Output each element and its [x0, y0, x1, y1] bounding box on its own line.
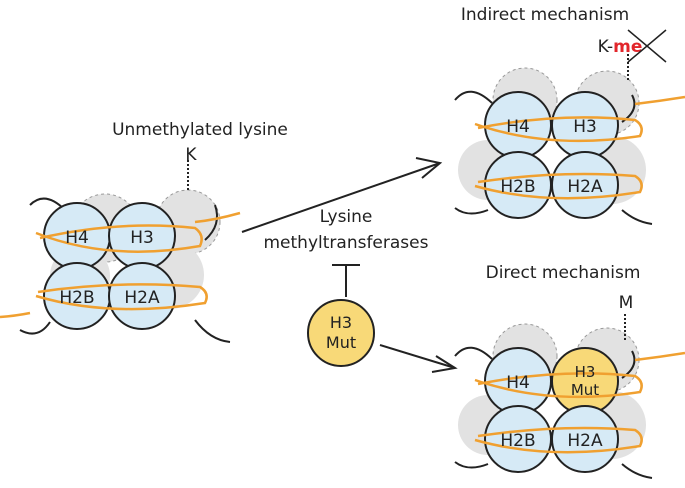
histone-tail [454, 207, 489, 215]
nucleosome-unmethylated: H4 H3 H2B H2A K Unmethylated lysine [0, 120, 288, 343]
enzyme-label-line2: methyltransferases [264, 233, 429, 253]
dna-wrap [474, 172, 643, 200]
histone-h2a [551, 405, 619, 473]
inhibitor-label-line2: Mut [326, 333, 356, 352]
dna-wrap [35, 224, 203, 253]
histone-tail [454, 461, 489, 469]
nucleosome-indirect: H4 H3 H2B H2A Indirect mechanism K-me [454, 5, 685, 225]
histone-tail [454, 90, 493, 104]
reaction-arrow [241, 157, 443, 233]
histone-tail [621, 463, 653, 479]
histone-h2a [108, 262, 176, 330]
dna-strand [634, 351, 685, 362]
direct-arrow [379, 344, 458, 373]
residue-prefix: K- [598, 37, 614, 57]
nucleosome-direct: H4 H3 Mut H2B H2A M Direct mechanism [454, 263, 685, 479]
histone-label-h2a: H2A [567, 177, 603, 197]
histone-label-h3-mut-line1: H3 [575, 363, 596, 381]
cross-out-icon [627, 29, 667, 63]
inhibition-bar [332, 264, 360, 297]
histone-tail [454, 346, 493, 360]
histone-label-h4: H4 [506, 117, 530, 137]
histone-label-h2b: H2B [59, 288, 94, 308]
methyl-mark: me [613, 37, 642, 57]
histone-tail [19, 321, 51, 335]
dna-strand [194, 211, 241, 224]
histone-label-h3: H3 [573, 117, 597, 137]
dna-wrap [474, 426, 643, 454]
arrow-head-icon [431, 355, 458, 373]
dna-wrap [35, 283, 208, 311]
title-indirect: Indirect mechanism [461, 5, 629, 25]
title-unmethylated: Unmethylated lysine [112, 120, 288, 140]
histone-tail [204, 204, 218, 241]
histone-h2a [551, 151, 619, 219]
histone-label-h2a: H2A [124, 288, 160, 308]
dna-strand [634, 95, 685, 106]
dna-wrap [474, 116, 643, 143]
inhibitor-label-line1: H3 [330, 313, 352, 332]
histone-tail [194, 319, 231, 343]
histone-label-h4: H4 [65, 228, 89, 248]
title-direct: Direct mechanism [486, 263, 641, 283]
residue-label-k-me: K-me [598, 37, 643, 57]
enzyme-label-line1: Lysine [320, 207, 373, 227]
histone-label-h4: H4 [506, 373, 530, 393]
dna-wrap [474, 372, 643, 399]
histone-label-h3-mut-line2: Mut [571, 381, 599, 399]
histone-label-h2b: H2B [500, 177, 535, 197]
arrow-head-icon [415, 157, 443, 179]
histone-label-h2b: H2B [500, 431, 535, 451]
histone-tail [621, 209, 653, 225]
histone-label-h2a: H2A [567, 431, 603, 451]
h3-mut-inhibitor [307, 299, 375, 367]
histone-label-h3: H3 [130, 228, 154, 248]
dna-strand [0, 311, 31, 319]
residue-label-k: K [185, 145, 197, 165]
residue-label-m: M [619, 293, 634, 313]
